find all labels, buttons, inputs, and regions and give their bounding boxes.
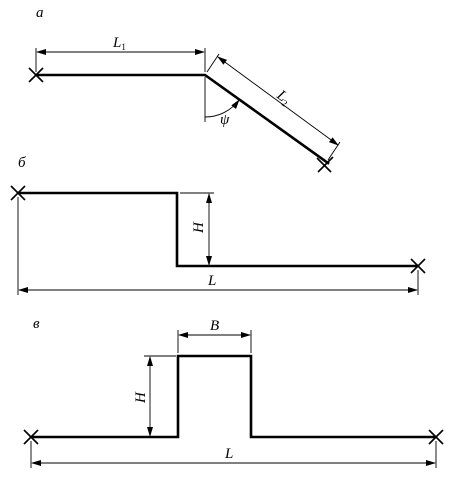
dim-H-b-label: H [191,221,207,234]
dim-L1-label: L1 [112,35,126,52]
dim-L2-label: L2 [272,87,293,109]
dim-L2-ext-top [206,53,220,73]
dim-L-v-label: L [224,446,233,462]
angle-arc [204,99,240,118]
dim-B-label: B [210,318,219,334]
panel-v-label: в [33,316,40,332]
dim-L2-line [217,56,339,146]
panel-b-label: б [18,155,26,171]
pipe-v-route [29,354,438,439]
panel-a-label: а [36,5,44,21]
panel-v: в B H L [23,316,444,468]
fixed-support-b-left [10,185,26,201]
pipe-b-route [16,191,420,268]
panel-a: а L1 L2 ψ [28,5,341,173]
dim-H-v-label: H [133,391,149,404]
fixed-support-b-right [410,258,426,274]
fixed-support-v-right [428,429,444,445]
angle-psi-label: ψ [220,112,230,128]
dim-L-b-label: L [207,273,216,289]
fixed-support-v-left [23,429,39,445]
panel-b: б H L [10,155,426,295]
fixed-support-a-right [316,156,334,173]
fixed-support-a-left [28,67,44,83]
